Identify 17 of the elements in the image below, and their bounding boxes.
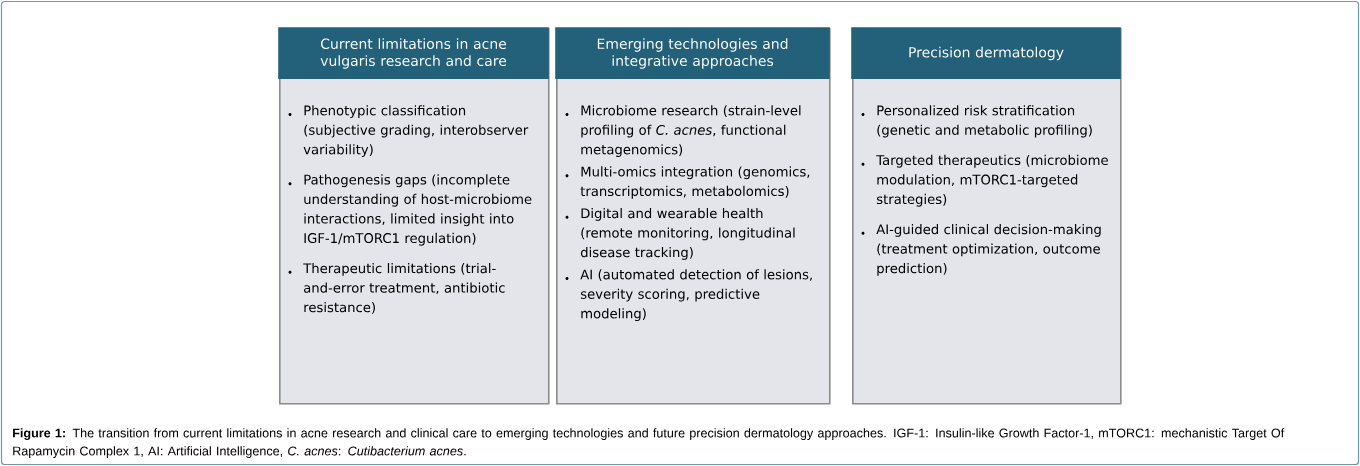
bullet-item: Personalized risk stratification (genetic and metabolic profiling) <box>877 105 1092 138</box>
bullet-item: AI-guided clinical decision-making (treatment optimization, outcome prediction) <box>876 224 1101 276</box>
column-box <box>278 27 550 405</box>
bullet-item: Microbiome research (strain-level profiling of C. acnes, functional metagenomics) <box>581 105 801 157</box>
column-heading: Emerging technologies and integrative approaches <box>597 38 788 69</box>
column-heading: Precision dermatology <box>909 46 1064 61</box>
caption: Figure 1: The transition from current limitations in acne research and clinical care to emerging technologies and future precision dermatology approaches. IGF-1: Insulin-like Growth Factor-1, mTORC1: mechanistic Target Of Rapamycin Complex 1, AI: Artificial Intelligence, C. acnes: Cutibacterium acnes. <box>13 428 1285 458</box>
bullet-item: Pathogenesis gaps (incomplete understanding of host-microbiome interactions, limited insight into IGF-1/mTORC1 regulation) <box>304 174 532 246</box>
bullet-item: AI (automated detection of lesions, severity scoring, predictive modeling) <box>580 269 812 321</box>
bullet-item: Multi-omics integration (genomics, transcriptomics, metabolomics) <box>580 166 810 199</box>
column-box <box>555 27 831 405</box>
bullet-item: Digital and wearable health (remote monitoring, longitudinal disease tracking) <box>580 208 795 260</box>
column-heading: Current limitations in acne vulgaris research and care <box>320 38 507 69</box>
bullet-item: Phenotypic classification (subjective grading, interobserver variability) <box>303 105 529 157</box>
column-box <box>851 27 1122 405</box>
bullet-item: Therapeutic limitations (trial-and-error treatment, antibiotic resistance) <box>303 263 505 314</box>
bullet-item: Targeted therapeutics (microbiome modulation, mTORC1-targeted strategies) <box>876 154 1108 207</box>
